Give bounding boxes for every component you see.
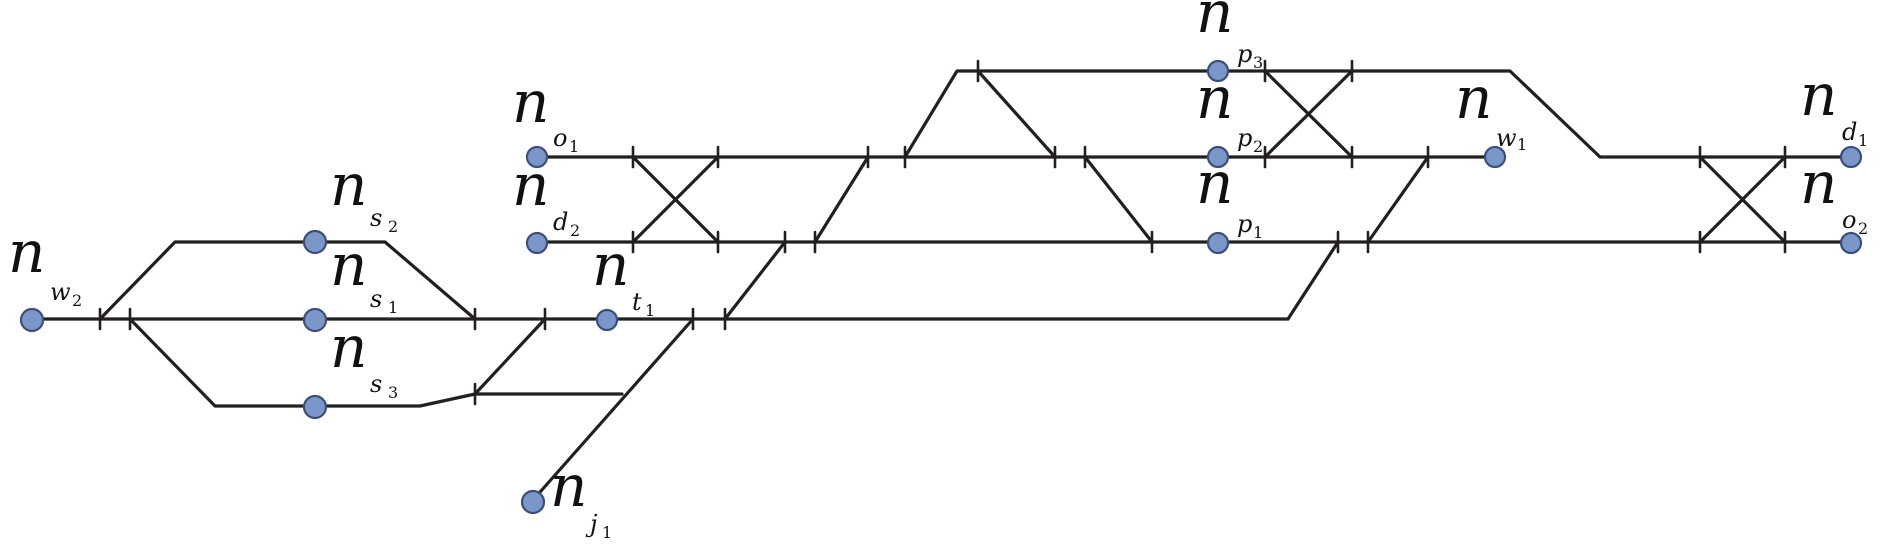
label-o2: n o 2 (1800, 149, 1868, 238)
label-s2: n s 2 (330, 151, 398, 236)
svg-text:1: 1 (569, 137, 579, 156)
svg-text:d: d (553, 208, 568, 236)
svg-text:o: o (553, 124, 567, 152)
track-d2-to-o1 (813, 155, 870, 244)
svg-text:1: 1 (388, 298, 398, 317)
svg-text:p: p (1237, 210, 1252, 238)
svg-text:3: 3 (388, 383, 398, 402)
svg-text:2: 2 (72, 291, 82, 310)
node-s1 (302, 307, 328, 333)
label-p3: n p 3 (1196, 0, 1263, 72)
track-cross-b2 (1263, 69, 1354, 159)
track-p3-diagonal (976, 69, 1057, 159)
svg-text:s: s (370, 285, 382, 313)
node-d1 (1839, 145, 1863, 169)
svg-text:n: n (512, 151, 549, 219)
svg-text:d: d (1842, 118, 1857, 146)
track-siding-s3 (128, 317, 624, 408)
track-line-p3 (903, 69, 1850, 159)
svg-text:n: n (1196, 64, 1233, 132)
track-segments (28, 69, 1850, 502)
label-p2: n p 2 (1196, 64, 1263, 156)
node-j1 (520, 489, 546, 515)
node-o1 (525, 145, 549, 169)
track-o1-to-p1 (1083, 155, 1154, 244)
svg-text:p: p (1237, 40, 1252, 68)
node-p2 (1206, 145, 1230, 169)
node-s2 (302, 229, 328, 255)
label-j1: n j 1 (550, 452, 612, 542)
nodes (19, 59, 1863, 515)
svg-text:n: n (8, 218, 45, 286)
svg-text:n: n (1800, 61, 1837, 129)
track-cross-c2 (1698, 155, 1787, 244)
svg-text:3: 3 (1253, 53, 1263, 72)
label-p1: n p 1 (1196, 149, 1263, 242)
svg-text:n: n (330, 231, 367, 299)
svg-text:n: n (1196, 149, 1233, 217)
svg-text:n: n (592, 231, 629, 299)
label-d1: n d 1 (1800, 61, 1868, 150)
node-o2 (1839, 231, 1863, 255)
track-main-to-lower (723, 240, 787, 321)
svg-text:2: 2 (570, 221, 580, 240)
svg-text:n: n (1800, 149, 1837, 217)
svg-text:w: w (50, 278, 71, 306)
track-cross-a2 (631, 155, 720, 244)
svg-text:1: 1 (602, 523, 612, 542)
svg-text:2: 2 (1253, 137, 1263, 156)
node-w2 (19, 307, 45, 333)
track-j1-branch (531, 317, 695, 502)
track-siding-s2 (98, 240, 477, 321)
svg-text:o: o (1842, 206, 1856, 234)
node-labels: n w 2 n s 2 n s 1 n s 3 n t 1 n (8, 0, 1868, 542)
svg-text:n: n (512, 68, 549, 136)
node-s3 (302, 394, 328, 420)
svg-text:s: s (370, 370, 382, 398)
svg-text:1: 1 (1253, 223, 1263, 242)
svg-text:n: n (1196, 0, 1233, 46)
node-d2 (525, 231, 549, 255)
node-w1 (1483, 145, 1507, 169)
svg-text:1: 1 (645, 301, 655, 320)
track-main-to-p1-line (1286, 240, 1340, 321)
label-t1: n t 1 (592, 231, 655, 320)
svg-text:t: t (632, 288, 642, 316)
label-s3: n s 3 (330, 313, 398, 402)
svg-text:2: 2 (1858, 219, 1868, 238)
node-p1 (1206, 231, 1230, 255)
label-s1: n s 1 (330, 231, 398, 317)
node-t1 (595, 308, 619, 332)
svg-text:2: 2 (388, 217, 398, 236)
svg-text:n: n (550, 452, 587, 520)
track-joints (98, 59, 1787, 406)
label-w1: n w 1 (1455, 64, 1527, 154)
track-s3-crossover (473, 317, 547, 396)
label-d2: n d 2 (512, 151, 580, 240)
svg-text:1: 1 (1517, 135, 1527, 154)
track-p1-to-o1 (1366, 155, 1430, 244)
node-p3 (1206, 59, 1230, 83)
svg-text:n: n (1455, 64, 1492, 132)
svg-text:p: p (1237, 124, 1252, 152)
svg-text:1: 1 (1858, 131, 1868, 150)
label-o1: n o 1 (512, 68, 579, 156)
label-w2: n w 2 (8, 218, 82, 310)
svg-text:n: n (330, 313, 367, 381)
svg-text:w: w (1496, 124, 1517, 152)
svg-text:s: s (370, 204, 382, 232)
svg-text:n: n (330, 151, 367, 219)
